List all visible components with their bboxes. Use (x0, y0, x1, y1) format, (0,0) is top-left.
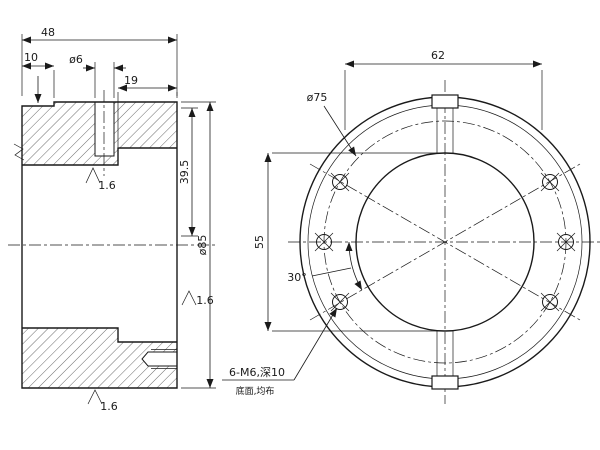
callout-bolt-circle-label: ø75 (307, 91, 328, 104)
radial-hole-slot (94, 102, 115, 157)
dim-hole-diameter-label: ø6 (69, 53, 83, 66)
bore-edge-top (22, 147, 177, 166)
dim-outer-diameter-label: ø85 (196, 235, 209, 256)
roughness-face-label: 1.6 (196, 294, 214, 307)
dim-bore-depth: 39.5 (178, 107, 198, 237)
thread-note-placement: 底面,均布 (236, 385, 275, 397)
dim-bore-diameter-label: 55 (253, 235, 266, 249)
left-section-view: 48 10 ø6 19 39.5 (8, 26, 216, 413)
roughness-face: 1.6 (181, 290, 214, 307)
dim-bore-diameter: 55 (253, 152, 443, 332)
dim-counterbore-depth-label: 19 (124, 74, 138, 87)
dim-hole-diameter: ø6 (69, 53, 126, 98)
dim-hole-angle: 30° (287, 241, 363, 291)
callout-bolt-circle: ø75 (307, 91, 357, 157)
roughness-bore-label: 1.6 (98, 179, 116, 192)
dim-overall-width: 48 (21, 26, 178, 96)
dim-groove-offset-label: 10 (24, 51, 38, 64)
hatch-bottom-wall (22, 328, 177, 388)
right-front-view: 62 55 ø75 30° 6-M6,深10 底面,均布 (222, 49, 600, 404)
roughness-bottom: 1.6 (87, 389, 118, 413)
tapped-hole (330, 172, 350, 192)
tapped-hole-section (141, 351, 177, 367)
dim-overall-width-label: 48 (41, 26, 55, 39)
roughness-bore: 1.6 (85, 167, 116, 192)
tapped-hole (556, 232, 576, 252)
tapped-hole (314, 232, 334, 252)
roughness-bottom-label: 1.6 (100, 400, 118, 413)
tapped-hole (330, 292, 350, 312)
tapped-hole (540, 292, 560, 312)
break-mark (13, 143, 25, 161)
dim-outer-diameter: ø85 (181, 101, 216, 389)
diagonal-centerline-2 (309, 163, 581, 321)
keyway-slot-bottom (431, 375, 459, 390)
thread-note-label: 6-M6,深10 (229, 366, 285, 379)
dim-bore-depth-label: 39.5 (178, 160, 191, 185)
dim-groove-offset: 10 (22, 51, 55, 103)
dim-counterbore-depth: 19 (117, 74, 178, 147)
thread-note: 6-M6,深10 底面,均布 (222, 307, 338, 397)
dim-width: 62 (344, 49, 543, 130)
part-outline (21, 101, 178, 389)
hatch-top-wall (22, 102, 177, 165)
dim-hole-angle-label: 30° (287, 271, 307, 284)
dim-width-label: 62 (431, 49, 445, 62)
tapped-hole (540, 172, 560, 192)
bore-edge-bottom (22, 327, 177, 343)
keyway-slot-top (431, 94, 459, 109)
